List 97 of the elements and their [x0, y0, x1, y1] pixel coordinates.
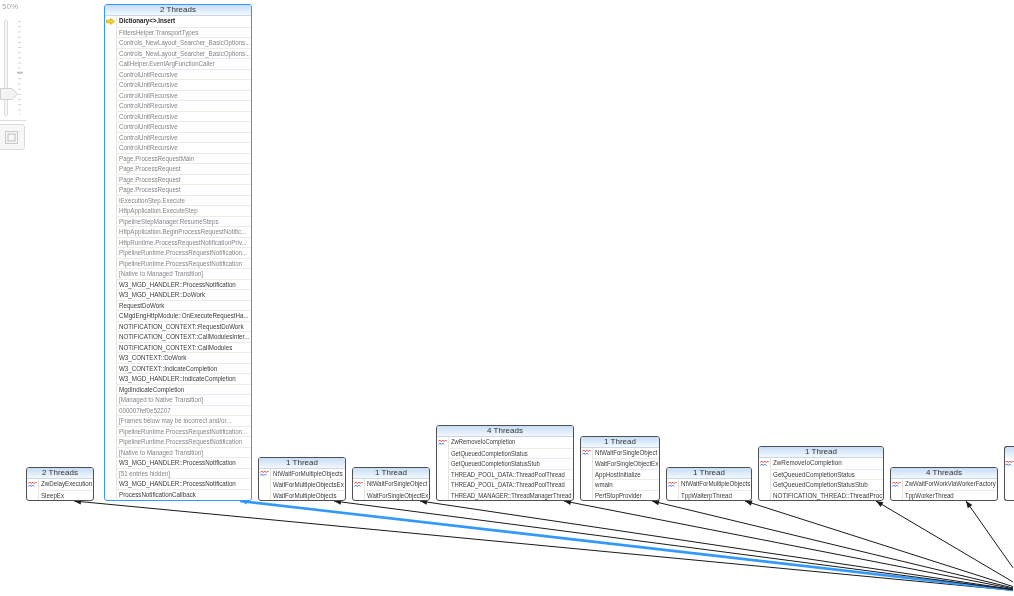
arrow: [744, 500, 1014, 588]
stack-frame: Page.ProcessRequest: [116, 173, 251, 184]
stack-frame: W3_MGD_HANDLER::ProcessNotification: [116, 457, 251, 468]
stack-frame: W3_CONTEXT::IndicateCompletion: [116, 362, 251, 373]
stack-frame: NOTIFICATION_THREAD::ThreadProc: [770, 489, 883, 500]
arrow: [875, 500, 1014, 583]
stack-frame: W3_MGD_HANDLER::DoWork: [116, 289, 251, 300]
thread-stack-box: [1004, 446, 1014, 501]
stack-frame: NOTIFICATION_CONTEXT::CallModulesInter...: [116, 331, 251, 342]
stack-frame: ProcessNotificationCallback: [116, 488, 251, 499]
stack-frame: wmain: [592, 479, 659, 490]
stack-frame: ControlUnitRecursive: [116, 100, 251, 111]
stack-frame: ControlUnitRecursive: [116, 89, 251, 100]
thread-count-header: 1 Thread: [759, 447, 883, 458]
stack-frame: THREAD_MANAGER::ThreadManagerThread: [448, 489, 573, 500]
stack-frame: ControlUnitRecursive: [116, 131, 251, 142]
stack-frame: RequestDoWork: [116, 299, 251, 310]
stack-frame: W3_MGD_HANDLER::ProcessNotification: [116, 278, 251, 289]
thread-count-header: 1 Thread: [581, 436, 659, 448]
stack-frame: Page.ProcessRequest: [116, 163, 251, 174]
stack-frame: NtWaitForMultipleObjects: [678, 479, 751, 490]
stack-frame: SleepEx: [38, 489, 93, 500]
stack-frame: PerfStopProvider: [592, 489, 659, 500]
stack-frame: AppHostInitialize: [592, 468, 659, 479]
stack-frame: W3_CONTEXT::DoWork: [116, 352, 251, 363]
stack-frame: CallHelper.EventArgFunctionCaller: [116, 58, 251, 69]
stack-frame: Dictionary<>.Insert: [116, 16, 251, 27]
thread-count-header: 4 Threads: [437, 426, 573, 437]
thread-stack-box: [352, 467, 430, 501]
stack-frame: ControlUnitRecursive: [116, 79, 251, 90]
thread-stack-box: [580, 435, 660, 501]
stack-frame: W3_MGD_HANDLER::IndicateCompletion: [116, 373, 251, 384]
stack-frame: ControlUnitRecursive: [116, 68, 251, 79]
stack-frame: GetQueuedCompletionStatus: [770, 468, 883, 479]
thread-count-header: 1 Thread: [353, 468, 429, 479]
thread-count-header: 1 Thread: [259, 457, 345, 469]
thread-stack-box: [258, 456, 346, 501]
stack-frame: GetQueuedCompletionStatusStub: [770, 479, 883, 490]
stack-frame: THREAD_POOL_DATA::ThreadPoolThread: [448, 479, 573, 490]
stack-frame: [Native to Managed Transition]: [116, 268, 251, 279]
stack-frame: FiltersHelper.TransportTypes: [116, 26, 251, 37]
thread-count-header: 4 Threads: [891, 468, 997, 479]
stack-frame: HttpApplication.BeginProcessRequestNotific...: [116, 226, 251, 237]
thread-count-header: 2 Threads: [105, 5, 251, 16]
stack-frame: [51 entries hidden]: [116, 467, 251, 478]
stack-frame: THREAD_POOL_DATA::ThreadPoolThread: [448, 468, 573, 479]
stack-frame: PipelineRuntime.ProcessRequestNotification: [116, 257, 251, 268]
stack-frame: ZwRemoveIoCompletion: [448, 437, 573, 448]
stack-frame: NtWaitForSingleObject: [364, 479, 429, 490]
stack-frame: ZwRemoveIoCompletion: [770, 458, 883, 469]
zoom-level-label: 50%: [2, 2, 18, 11]
stack-frame: Controls_NewLayout_Searcher_BasicOptions...: [116, 47, 251, 58]
stack-frame: [Frames below may be incorrect and/or...: [116, 415, 251, 426]
stack-frame: WaitForMultipleObjects: [270, 489, 345, 500]
stack-frame: PipelineStepManager.ResumeSteps: [116, 215, 251, 226]
stack-frame: Page.ProcessRequest: [116, 184, 251, 195]
stack-frame: PipelineRuntime.ProcessRequestNotification: [116, 436, 251, 447]
stack-frame: WaitForSingleObjectEx: [592, 458, 659, 469]
stack-frame: HttpRuntime.ProcessRequestNotificationPriv...: [116, 236, 251, 247]
stack-frame: CMgdEngHttpModule::OnExecuteRequestHa...: [116, 310, 251, 321]
stack-frame: GetQueuedCompletionStatusStub: [448, 458, 573, 469]
stack-frame: Controls_NewLayout_Searcher_BasicOptions...: [116, 37, 251, 48]
stack-frame: IExecutionStep.Execute: [116, 194, 251, 205]
thread-stack-box: [104, 4, 252, 501]
thread-stack-box: [890, 467, 998, 501]
stack-frame: MgdIndicateCompletion: [116, 383, 251, 394]
thread-stack-box: [26, 467, 94, 501]
stack-frame: GetQueuedCompletionStatus: [448, 447, 573, 458]
arrow: [563, 499, 1014, 590]
stack-frame: NOTIFICATION_CONTEXT::RequestDoWork: [116, 320, 251, 331]
stack-frame: PipelineRuntime.ProcessRequestNotification...: [116, 247, 251, 258]
thread-count-header: 1 Thread: [667, 468, 751, 479]
stack-frame: WaitForSingleObjectEx: [364, 489, 429, 500]
stack-frame: W3_MGD_HANDLER::ProcessNotification: [116, 478, 251, 489]
stack-frame: [Managed to Native Transition]: [116, 394, 251, 405]
stack-frame: TppWorkerThread: [902, 489, 997, 500]
stack-frame: NtWaitForSingleObject: [592, 447, 659, 458]
stack-frame: Page.ProcessRequestMain: [116, 152, 251, 163]
stack-frame: ControlUnitRecursive: [116, 121, 251, 132]
stack-frame: ZwWaitForWorkViaWorkerFactory: [902, 479, 997, 490]
thread-stack-box: [758, 446, 884, 501]
thread-count-header: 2 Threads: [27, 468, 93, 479]
stack-frame: WaitForMultipleObjectsEx: [270, 479, 345, 490]
stack-frame: ZwDelayExecution: [38, 479, 93, 490]
arrow: [651, 499, 1014, 589]
thread-stack-box: [666, 467, 752, 501]
stack-frame: ControlUnitRecursive: [116, 142, 251, 153]
stack-frame: NtWaitForMultipleObjects: [270, 468, 345, 479]
stack-frame: 000007fef0e52207: [116, 404, 251, 415]
stack-frame: PipelineRuntime.ProcessRequestNotification...: [116, 425, 251, 436]
thread-stack-box: [436, 425, 574, 501]
stack-frame: NOTIFICATION_CONTEXT::CallModules: [116, 341, 251, 352]
arrow: [965, 500, 1014, 569]
stack-frame: HttpApplication.ExecuteStep: [116, 205, 251, 216]
stack-frame: ControlUnitRecursive: [116, 110, 251, 121]
stack-frame: [Native to Managed Transition]: [116, 446, 251, 457]
stack-frame: TppWaiterpThread: [678, 489, 751, 500]
